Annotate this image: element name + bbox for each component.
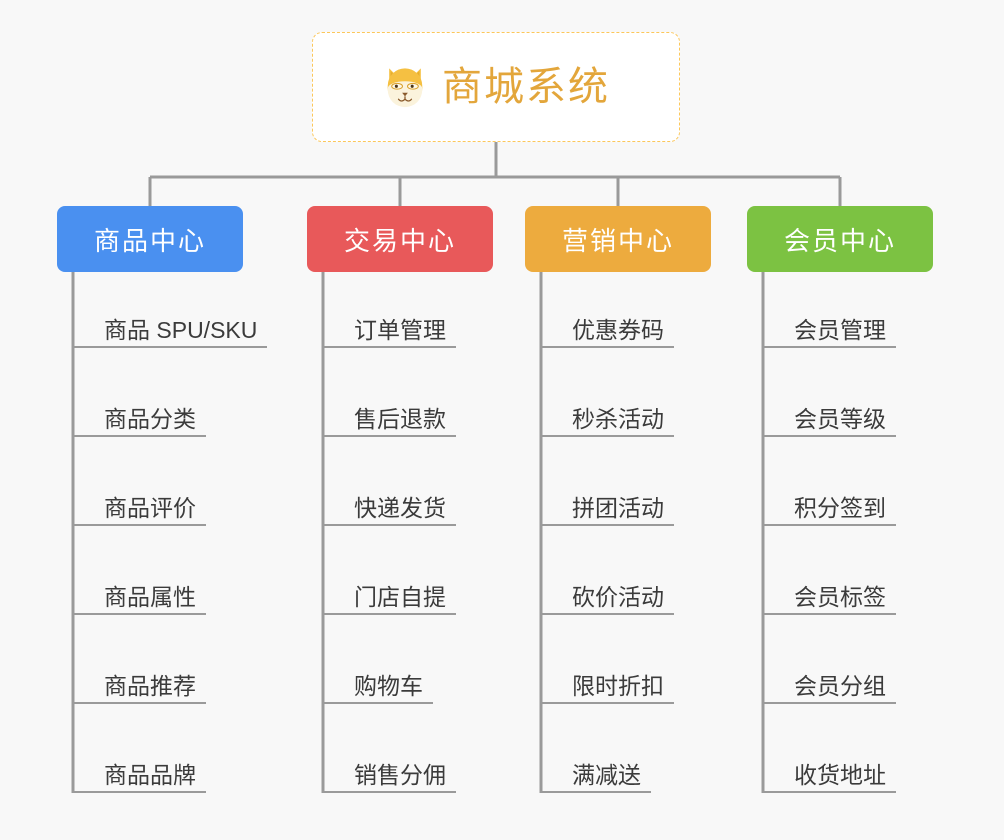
leaf-label: 销售分佣 (354, 761, 446, 788)
leaf-label: 会员管理 (794, 316, 886, 343)
leaf-item[interactable]: 积分签到 (763, 468, 896, 526)
leaf-label: 商品品牌 (104, 761, 196, 788)
leaf-label: 拼团活动 (572, 494, 664, 521)
leaf-item[interactable]: 商品评价 (73, 468, 206, 526)
leaf-item[interactable]: 商品分类 (73, 379, 206, 437)
leaf-label: 商品评价 (104, 494, 196, 521)
leaf-label: 订单管理 (354, 316, 446, 343)
leaf-item[interactable]: 订单管理 (323, 290, 456, 348)
leaf-label: 商品分类 (104, 405, 196, 432)
category-label: 交易中心 (343, 225, 456, 256)
root-title: 商城系统 (442, 65, 610, 109)
leaf-item[interactable]: 商品推荐 (73, 646, 206, 704)
leaf-label: 会员标签 (794, 583, 886, 610)
leaf-item[interactable]: 购物车 (323, 646, 433, 704)
shiba-dog-face-icon (387, 68, 423, 108)
leaf-label: 商品推荐 (104, 672, 196, 699)
leaf-label: 会员分组 (794, 672, 886, 699)
leaf-label: 商品 SPU/SKU (104, 316, 258, 343)
category-label: 会员中心 (783, 225, 896, 256)
leaf-item[interactable]: 门店自提 (323, 557, 456, 615)
category-box-product-center[interactable]: 商品中心 (57, 206, 243, 272)
leaf-label: 商品属性 (104, 583, 196, 610)
category-box-member-center[interactable]: 会员中心 (747, 206, 933, 272)
leaf-item[interactable]: 优惠券码 (541, 290, 674, 348)
leaf-item[interactable]: 会员等级 (763, 379, 896, 437)
root-node[interactable]: 商城系统 (312, 32, 680, 142)
leaf-label: 砍价活动 (572, 583, 664, 610)
leaf-item[interactable]: 限时折扣 (541, 646, 674, 704)
category-label: 营销中心 (561, 225, 674, 256)
leaf-label: 限时折扣 (572, 672, 664, 699)
leaf-label: 售后退款 (354, 405, 446, 432)
leaf-item[interactable]: 秒杀活动 (541, 379, 674, 437)
leaf-label: 秒杀活动 (572, 405, 664, 432)
leaf-item[interactable]: 砍价活动 (541, 557, 674, 615)
leaf-label: 购物车 (354, 672, 423, 699)
leaf-item[interactable]: 收货地址 (763, 735, 896, 793)
leaf-item[interactable]: 售后退款 (323, 379, 456, 437)
leaf-label: 收货地址 (794, 761, 886, 788)
leaf-label: 满减送 (572, 761, 641, 788)
leaf-item[interactable]: 会员标签 (763, 557, 896, 615)
leaf-item[interactable]: 满减送 (541, 735, 651, 793)
leaf-label: 会员等级 (794, 405, 886, 432)
category-label: 商品中心 (93, 225, 206, 256)
leaf-item[interactable]: 拼团活动 (541, 468, 674, 526)
leaf-item[interactable]: 商品 SPU/SKU (73, 290, 268, 348)
leaf-label: 积分签到 (794, 494, 886, 521)
leaf-label: 快递发货 (354, 494, 446, 521)
leaf-item[interactable]: 会员管理 (763, 290, 896, 348)
leaf-item[interactable]: 快递发货 (323, 468, 456, 526)
category-box-marketing-center[interactable]: 营销中心 (525, 206, 711, 272)
leaf-item[interactable]: 销售分佣 (323, 735, 456, 793)
leaf-item[interactable]: 商品品牌 (73, 735, 206, 793)
leaf-label: 优惠券码 (572, 316, 664, 343)
leaf-label: 门店自提 (354, 583, 446, 610)
leaf-item[interactable]: 会员分组 (763, 646, 896, 704)
category-box-trade-center[interactable]: 交易中心 (307, 206, 493, 272)
leaf-item[interactable]: 商品属性 (73, 557, 206, 615)
